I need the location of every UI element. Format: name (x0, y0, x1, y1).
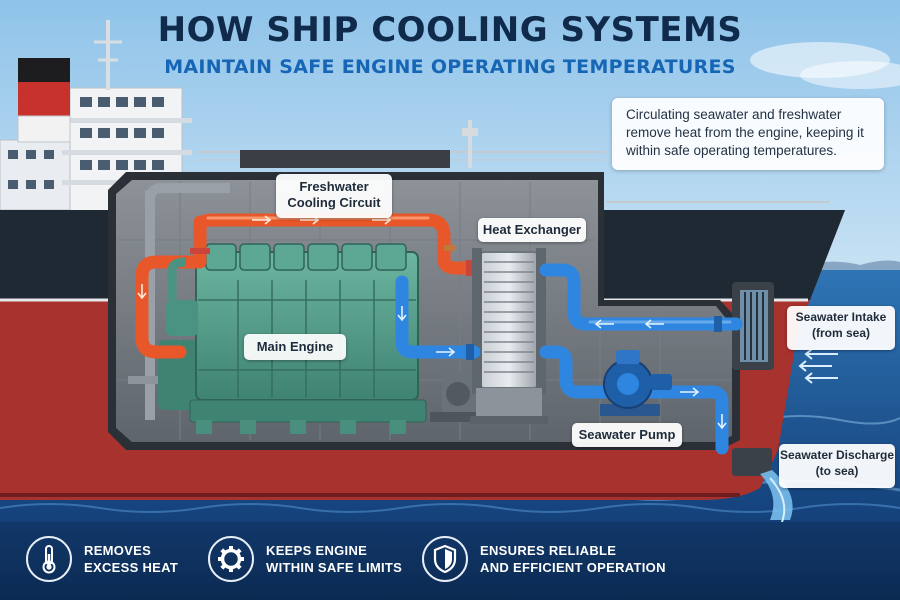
feature-2-line2: WITHIN SAFE LIMITS (266, 559, 403, 575)
description-box: Circulating seawater and freshwater remo… (612, 98, 884, 170)
pipe-flanges (190, 248, 474, 276)
feature-3-line2: AND EFFICIENT OPERATION (480, 559, 666, 575)
page-title: HOW SHIP COOLING SYSTEMS (157, 10, 743, 50)
intake-flow-arrows (798, 348, 838, 384)
feature-1-line2: EXCESS HEAT (84, 559, 179, 575)
label-intake-line1: Seawater Intake (795, 310, 887, 324)
label-discharge-line1: Seawater Discharge (779, 448, 895, 462)
label-seawater-pump: Seawater Pump (572, 423, 682, 447)
main-engine (158, 243, 427, 434)
page-subtitle: MAINTAIN SAFE ENGINE OPERATING TEMPERATU… (164, 56, 736, 78)
feature-3-line1: ENSURES RELIABLE (480, 543, 617, 558)
thermometer-icon (26, 536, 72, 582)
heat-exchanger (470, 248, 548, 424)
feature-banner: REMOVES EXCESS HEAT (0, 522, 900, 600)
label-freshwater-line1: Freshwater (299, 179, 369, 194)
seawater-pump (600, 350, 672, 416)
seawater-circuit-pipes (395, 263, 743, 455)
label-intake-line2: (from sea) (811, 325, 870, 340)
freshwater-circuit-pipes (135, 213, 479, 359)
label-seawater-intake: Seawater Intake (from sea) (787, 306, 895, 350)
feature-2-line1: KEEPS ENGINE (266, 543, 368, 558)
feature-1-line1: REMOVES (84, 543, 152, 558)
label-freshwater-circuit: Freshwater Cooling Circuit (276, 174, 392, 218)
deck-structure (240, 150, 450, 168)
label-discharge-line2: (to sea) (815, 463, 859, 478)
label-freshwater-line2: Cooling Circuit (287, 195, 381, 211)
wave-line (0, 503, 900, 513)
cloud (800, 61, 900, 89)
seawater-pipe-flanges (466, 316, 722, 360)
label-heat-exchanger: Heat Exchanger (478, 218, 586, 242)
shield-icon (422, 536, 468, 582)
label-seawater-discharge: Seawater Discharge (to sea) (779, 444, 895, 488)
seawater-flow-arrows (397, 306, 727, 430)
discharge-outlet (732, 448, 772, 476)
sea-chest-intake (732, 282, 774, 370)
label-main-engine: Main Engine (244, 334, 346, 360)
gear-icon (208, 536, 254, 582)
